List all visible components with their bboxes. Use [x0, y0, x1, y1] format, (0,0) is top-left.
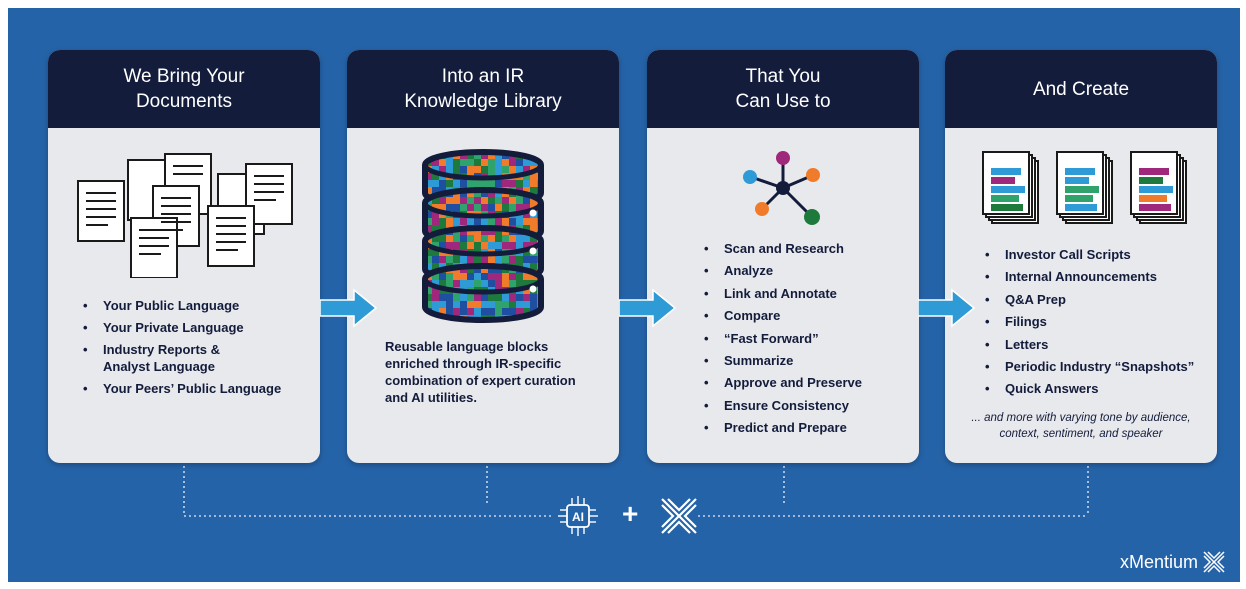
list-item: Industry Reports & Analyst Language: [81, 341, 311, 375]
network-icon: [743, 151, 820, 225]
xmentium-mark-icon: [661, 498, 697, 534]
card-outputs: And Create Investor Call Scripts Interna…: [945, 50, 1217, 463]
list-item: Filings: [983, 311, 1213, 334]
flow-arrow-icon: [619, 288, 677, 328]
card-title-line: Knowledge Library: [404, 91, 562, 112]
flow-arrow-icon: [918, 288, 976, 328]
card-title-line: Into an IR: [441, 66, 525, 87]
source-language-list: Your Public Language Your Private Langua…: [81, 295, 311, 400]
ai-chip-label: AI: [572, 510, 584, 524]
list-item: Summarize: [702, 350, 912, 373]
list-item: Quick Answers: [983, 378, 1213, 401]
card-use-cases: That You Can Use to Scan and Research An…: [647, 50, 919, 463]
outputs-note: ... and more with varying tone by audien…: [971, 412, 1191, 440]
card-documents: We Bring Your Documents: [48, 50, 320, 463]
list-item: Analyze: [702, 260, 912, 283]
list-item: Link and Annotate: [702, 283, 912, 306]
list-item: Letters: [983, 334, 1213, 357]
connector-lines: [183, 466, 1089, 517]
card-header: We Bring Your Documents: [48, 50, 320, 128]
capabilities-list: Scan and Research Analyze Link and Annot…: [702, 238, 912, 440]
list-item: Internal Announcements: [983, 266, 1213, 289]
outputs-list: Investor Call Scripts Internal Announcem…: [983, 244, 1213, 401]
library-description: Reusable language blocks enriched throug…: [385, 339, 576, 405]
brand-logo: xMentium: [1120, 550, 1226, 574]
list-item: Compare: [702, 305, 912, 328]
card-title-line: Documents: [135, 91, 233, 112]
list-item: “Fast Forward”: [702, 328, 912, 351]
card-header: Into an IR Knowledge Library: [347, 50, 619, 128]
list-item: Approve and Preserve: [702, 372, 912, 395]
list-item: Your Public Language: [81, 295, 311, 317]
ai-chip-icon: AI: [558, 496, 598, 536]
list-item: Your Private Language: [81, 317, 311, 339]
card-title-line: Can Use to: [735, 91, 831, 112]
flow-arrow-icon: [320, 288, 378, 328]
card-header: And Create: [945, 50, 1217, 128]
database-icon: [422, 149, 544, 323]
card-title-line: We Bring Your: [123, 66, 245, 87]
card-title-line: And Create: [1032, 78, 1130, 100]
list-item: Predict and Prepare: [702, 417, 912, 440]
card-title-line: That You: [745, 66, 821, 87]
card-knowledge-library: Into an IR Knowledge Library Reusable la…: [347, 50, 619, 463]
infographic-canvas: We Bring Your Documents: [8, 8, 1240, 582]
list-item: Ensure Consistency: [702, 395, 912, 418]
list-item: Your Peers’ Public Language: [81, 378, 311, 400]
plus-sign: +: [622, 498, 639, 529]
list-item: Q&A Prep: [983, 289, 1213, 312]
document-stacks-icon: [982, 151, 1187, 224]
brand-name: xMentium: [1119, 551, 1198, 572]
card-header: That You Can Use to: [647, 50, 919, 128]
list-item: Scan and Research: [702, 238, 912, 261]
xmentium-logo-icon: [1203, 551, 1225, 573]
list-item: Periodic Industry “Snapshots”: [983, 356, 1213, 379]
documents-icon: [77, 153, 293, 278]
list-item: Investor Call Scripts: [983, 244, 1213, 267]
